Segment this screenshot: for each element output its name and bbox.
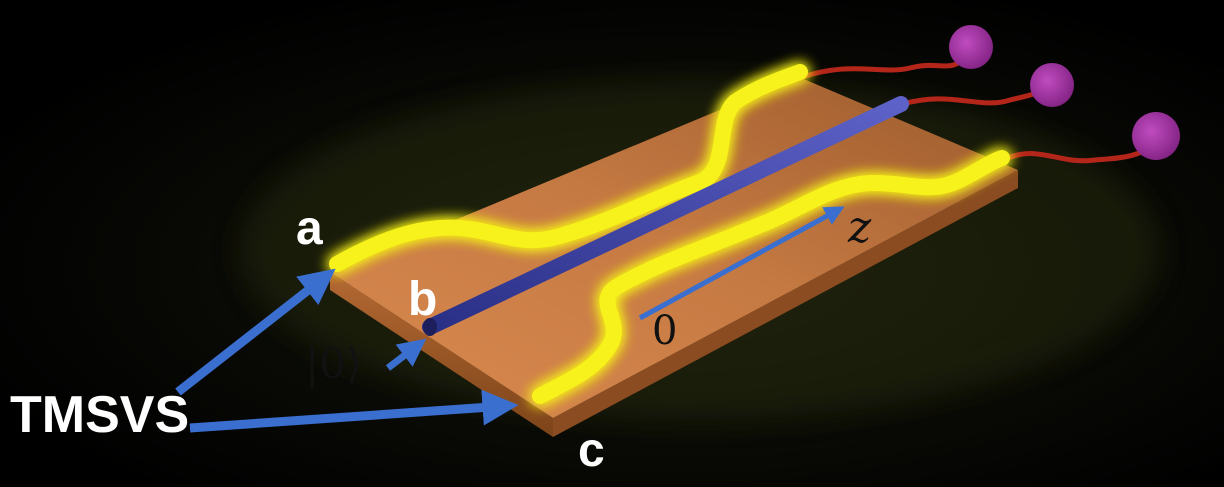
z-axis-arrow <box>638 206 845 321</box>
label-vacuum: |0⟩ <box>305 339 362 388</box>
detector-disc-icon <box>1132 112 1180 160</box>
detector-disc-icon <box>949 25 993 69</box>
waveguide-b <box>422 96 909 336</box>
arrow-to-c <box>189 389 519 433</box>
waveguide-a <box>329 64 808 272</box>
label-axis-z: z <box>847 202 872 253</box>
detector-disc-icon <box>1030 63 1074 107</box>
arrow-to-b <box>385 338 427 371</box>
label-a: a <box>296 202 323 255</box>
label-source: TMSVS <box>10 386 189 444</box>
waveguide-c <box>532 150 1010 404</box>
input-arrows <box>175 268 519 433</box>
arrow-to-a <box>175 268 336 396</box>
label-c: c <box>578 424 605 477</box>
label-origin: 0 <box>652 308 677 354</box>
label-b: b <box>408 273 437 326</box>
